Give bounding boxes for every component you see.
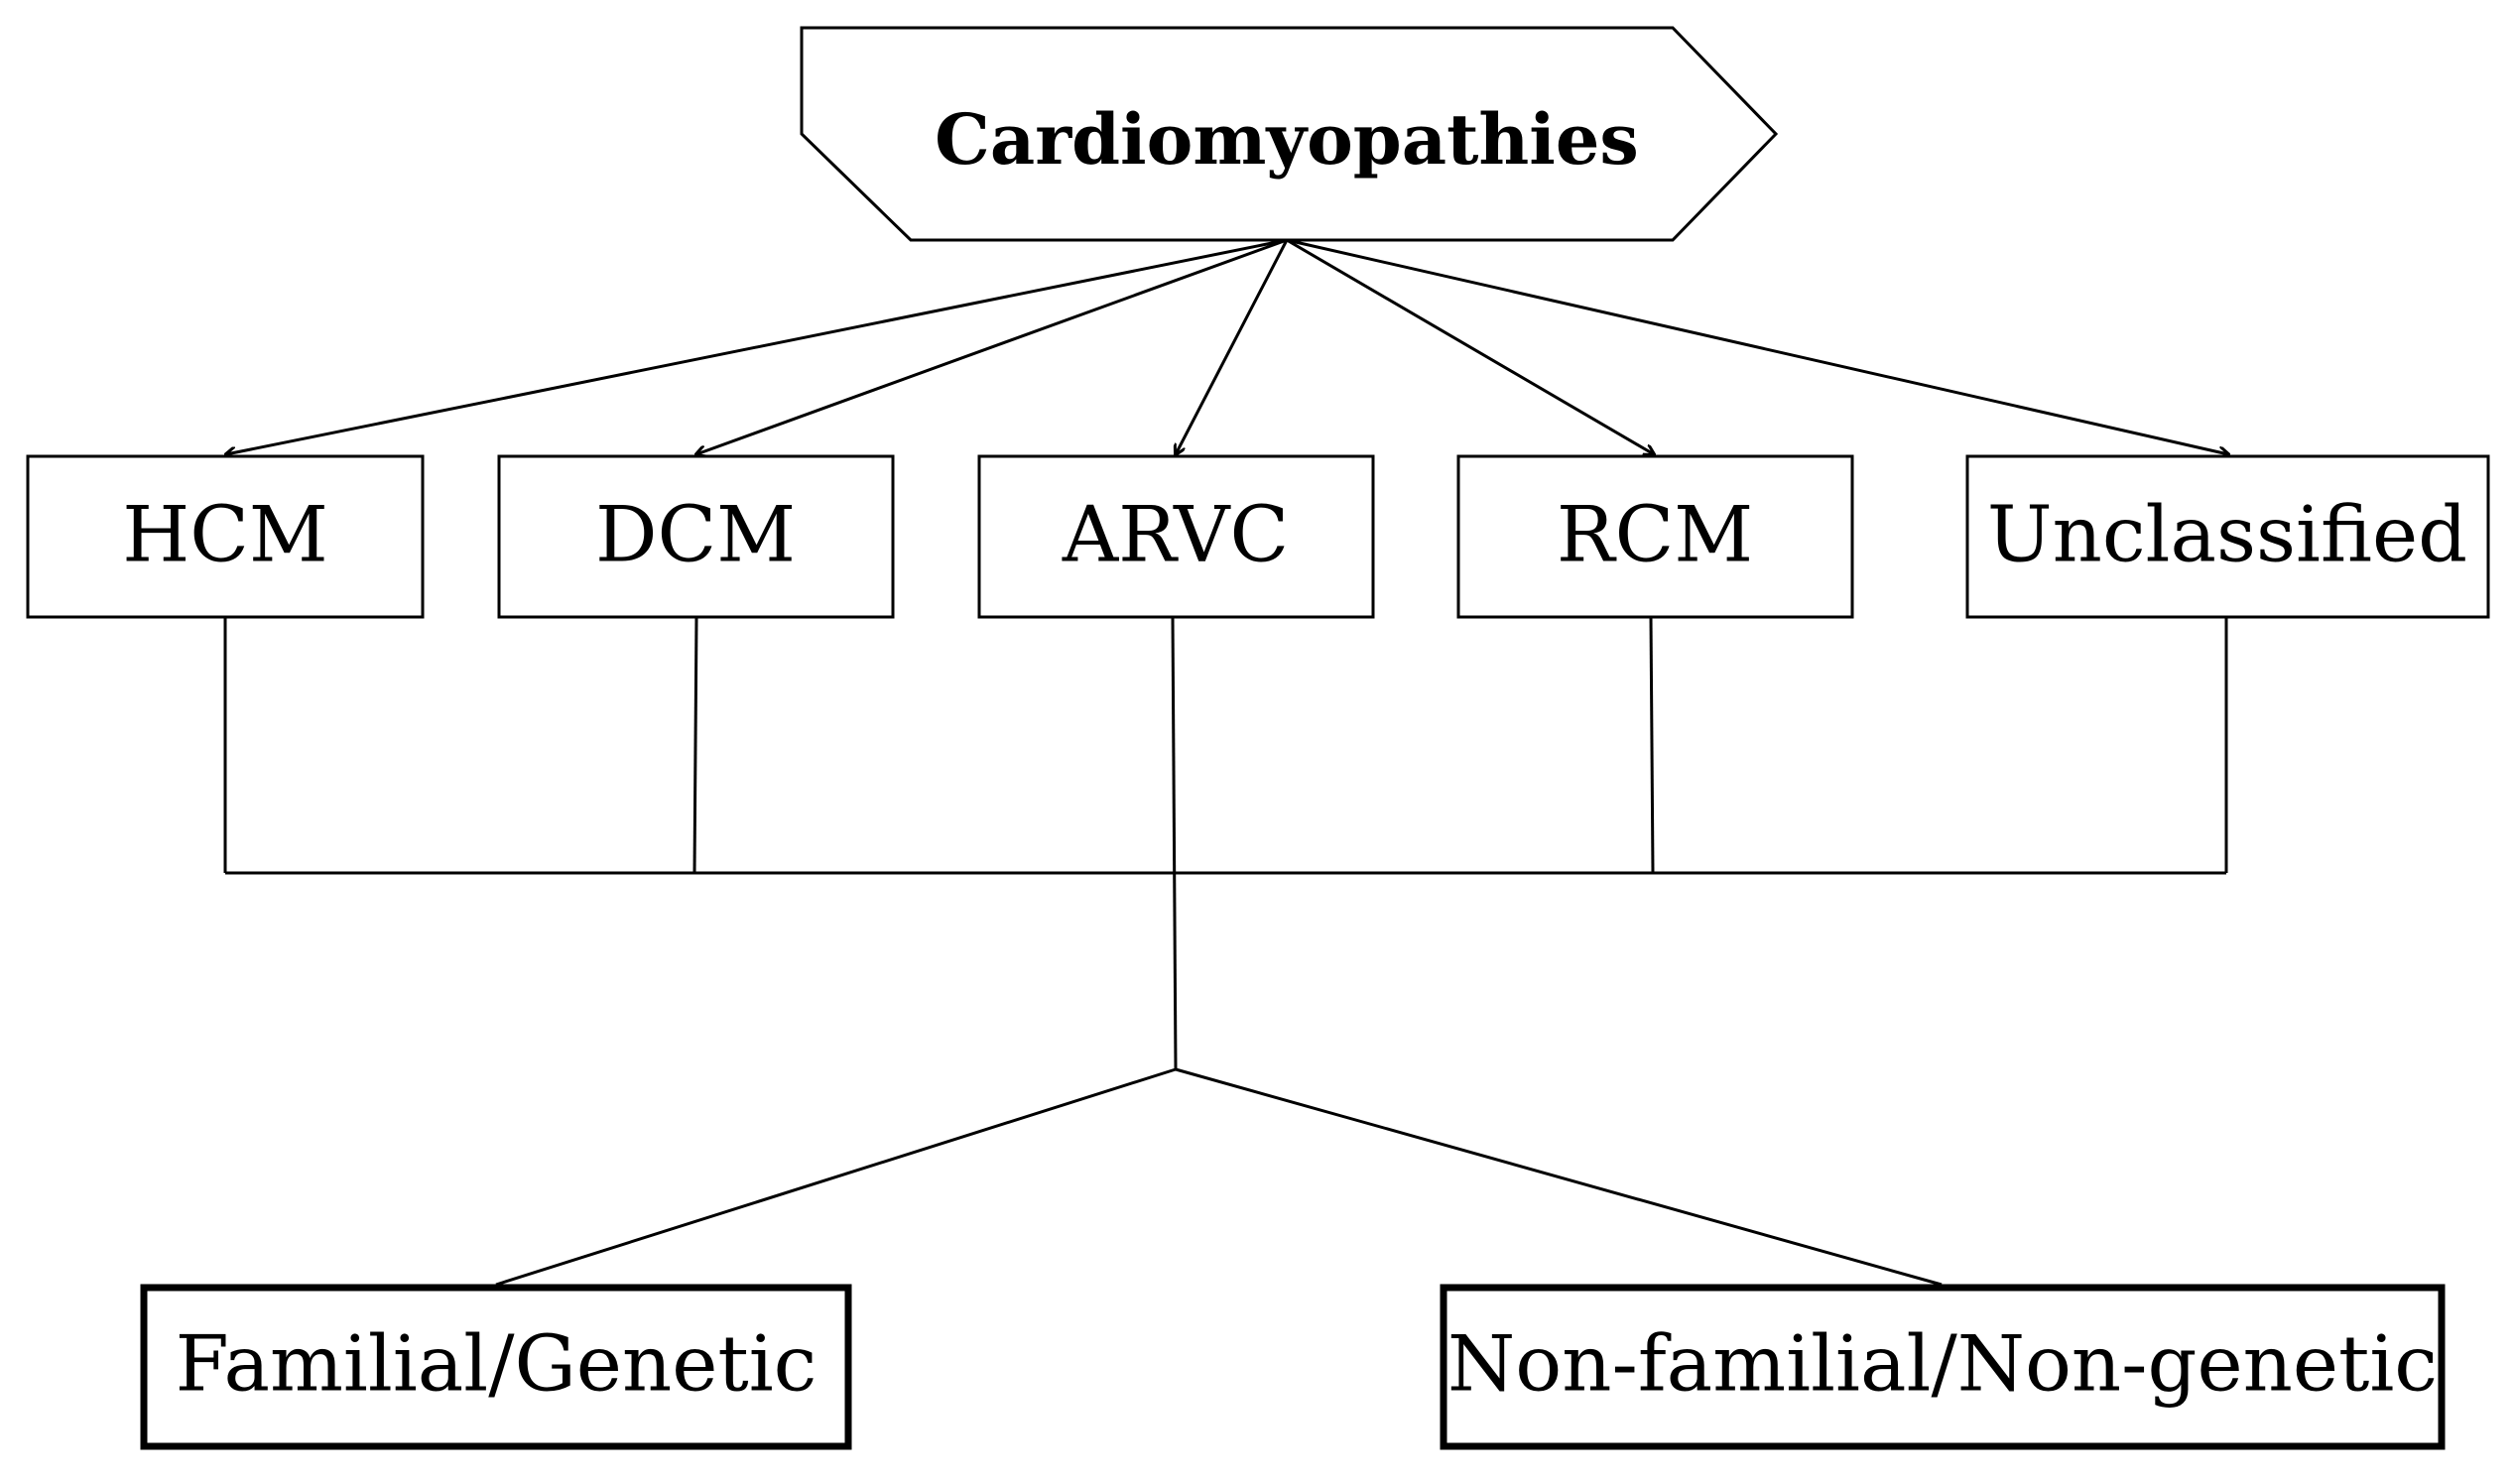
root-to-type-arrows: [226, 238, 2228, 454]
category-label-non-familial: Non-familial/Non-genetic: [1447, 1320, 2438, 1410]
category-node-non-familial: Non-familial/Non-genetic: [1440, 1284, 2446, 1450]
root-node: Cardiomyopathies: [800, 26, 1779, 242]
arrow-to-hcm: [226, 238, 1288, 454]
type-to-bus-connectors: [223, 616, 2228, 1070]
category-box-non-familial: [1440, 1284, 2446, 1450]
arrow-to-rcm: [1286, 238, 1654, 454]
connector-dcm: [692, 616, 698, 874]
type-label-unclassified: Unclassified: [1987, 491, 2467, 580]
type-label-arvc: ARVC: [1062, 491, 1289, 580]
category-box-familial: [140, 1284, 852, 1450]
root-hexagon-shape: [800, 26, 1779, 242]
type-box-rcm: [1456, 454, 1854, 619]
type-label-rcm: RCM: [1557, 491, 1753, 580]
connector-rcm: [1649, 616, 1655, 874]
arrow-to-unclassified: [1286, 238, 2228, 454]
type-label-dcm: DCM: [595, 491, 796, 580]
connector-arvc: [1171, 616, 1178, 1070]
category-node-familial: Familial/Genetic: [140, 1284, 852, 1450]
type-box-arvc: [977, 454, 1375, 619]
category-label-familial: Familial/Genetic: [176, 1320, 817, 1410]
arrow-to-dcm: [696, 238, 1288, 454]
type-label-hcm: HCM: [122, 491, 328, 580]
type-node-arvc: ARVC: [977, 454, 1375, 619]
type-node-hcm: HCM: [26, 454, 425, 619]
type-node-unclassified: Unclassified: [1965, 454, 2490, 619]
root-label: Cardiomyopathies: [935, 98, 1639, 181]
type-box-hcm: [26, 454, 425, 619]
arrow-to-arvc: [1176, 239, 1289, 454]
line-to-non-familial: [1175, 1067, 1943, 1287]
bus-to-category-lines: [495, 1067, 1943, 1287]
line-to-familial: [495, 1067, 1177, 1287]
type-node-dcm: DCM: [497, 454, 895, 619]
type-node-rcm: RCM: [1456, 454, 1854, 619]
type-box-unclassified: [1965, 454, 2490, 619]
